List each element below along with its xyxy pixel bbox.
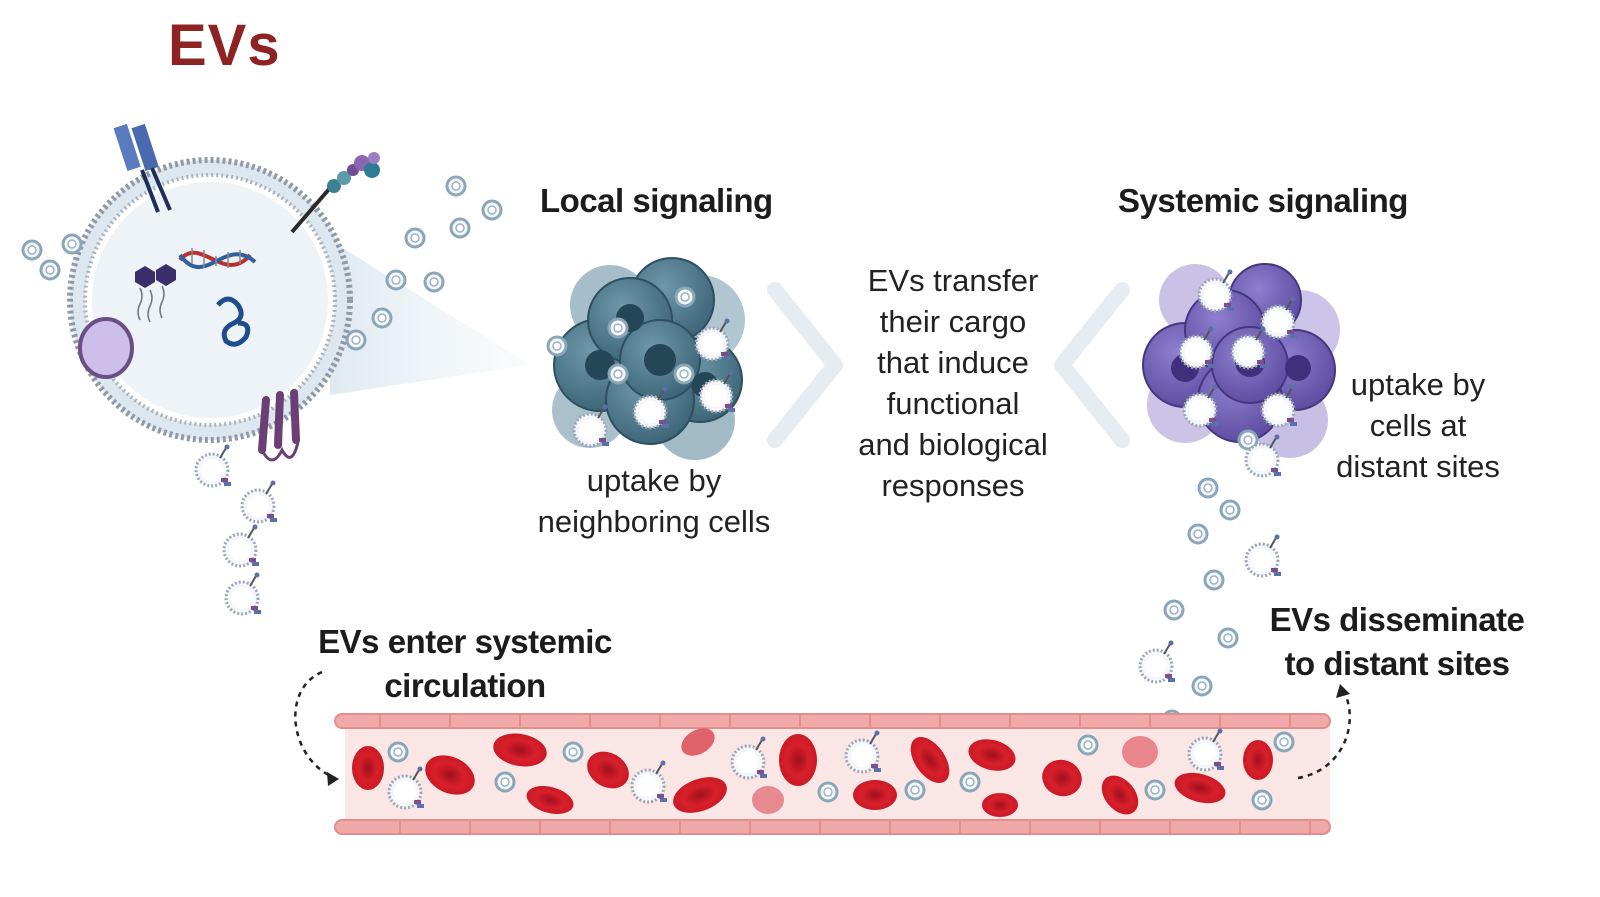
diagram-title: EVs [168,13,281,78]
local-cell-cluster [546,257,745,460]
enter-circulation-arrow [294,670,336,780]
cargo-transfer-caption: EVs transfer their cargo that induce fun… [858,263,1048,503]
chevron-left-icon [1054,282,1130,448]
local-uptake-caption: uptake by neighboring cells [537,463,771,539]
systemic-signaling-heading: Systemic signaling [1118,182,1408,219]
enter-circulation-label: EVs enter systemic circulation [318,623,612,704]
systemic-cell-cluster [1142,263,1340,478]
local-signaling-heading: Local signaling [540,182,773,219]
chevron-right-icon [767,282,843,448]
disseminating-evs [1138,477,1283,735]
distant-uptake-caption: uptake by cells at distant sites [1336,367,1500,484]
disseminate-label: EVs disseminate to distant sites [1269,601,1525,682]
ev-membrane-diagram [67,123,530,462]
blood-vessel [334,713,1331,835]
disseminate-arrow [1297,689,1351,780]
